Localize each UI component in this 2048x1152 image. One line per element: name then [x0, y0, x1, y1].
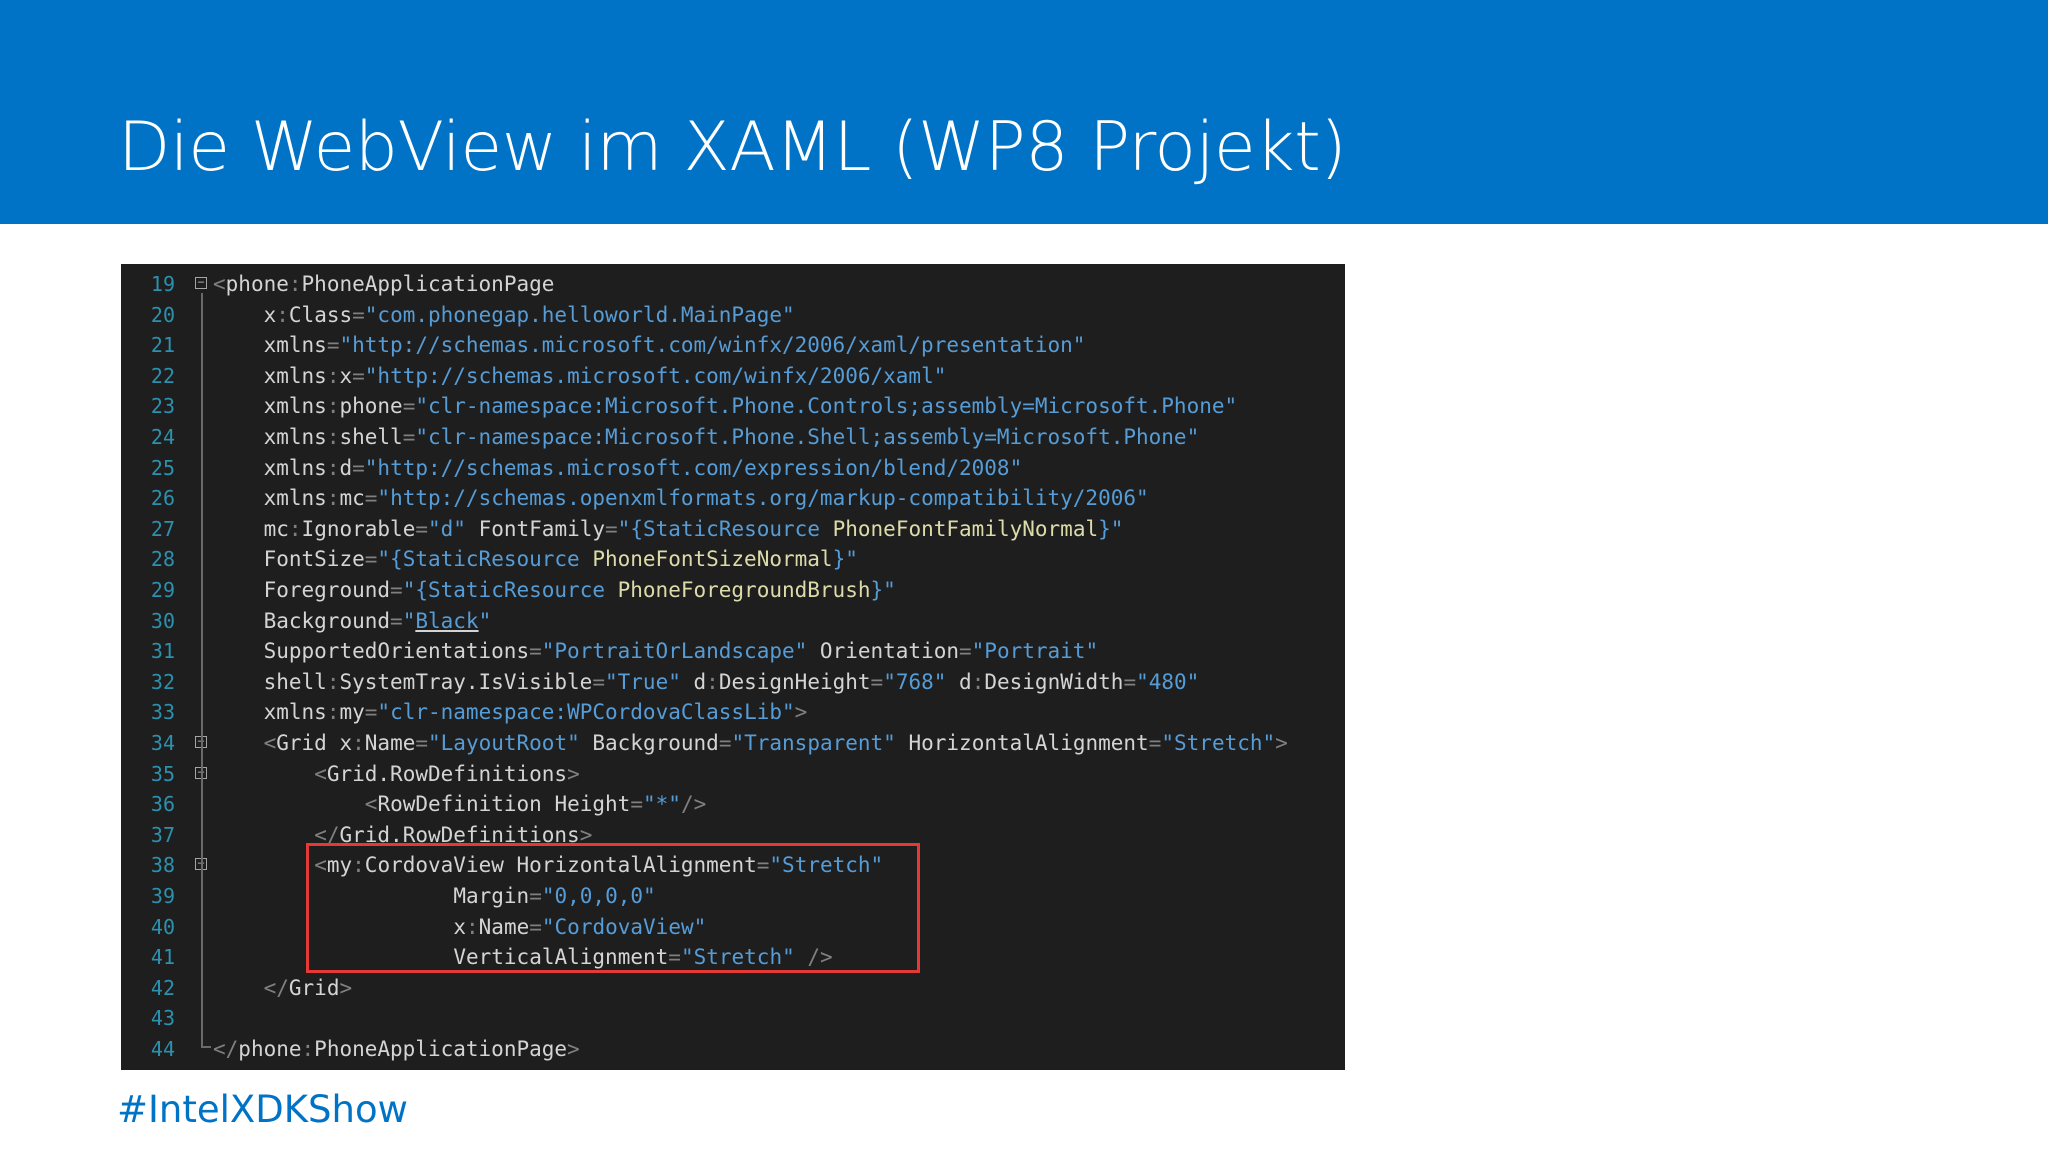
code-line: 21 xmlns="http://schemas.microsoft.com/wi… — [121, 330, 1345, 361]
line-number: 19 — [150, 272, 175, 296]
code-text: shell:SystemTray.IsVisible="True" d:Desi… — [263, 669, 1200, 694]
code-text: x:Class="com.phonegap.helloworld.MainPag… — [263, 302, 795, 327]
code-text: Margin="0,0,0,0" — [453, 884, 656, 908]
code-text: <my:CordovaView HorizontalAlignment="Str… — [314, 853, 884, 878]
line-number: 25 — [150, 455, 175, 480]
code-line: 33 xmlns:my="clr-namespace:WPCordovaClass… — [121, 697, 1345, 728]
code-text: <RowDefinition Height="*"/> — [364, 792, 707, 817]
code-line: 39 Margin="0,0,0,0" — [121, 881, 1345, 912]
code-line: 30 Background="Black" — [121, 606, 1345, 637]
line-number: 33 — [150, 700, 175, 725]
code-text: </phone:PhoneApplicationPage> — [213, 1037, 580, 1061]
line-number: 44 — [150, 1037, 175, 1061]
line-number: 31 — [150, 639, 175, 664]
line-number: 29 — [150, 578, 175, 602]
code-text: mc:Ignorable="d" FontFamily="{StaticReso… — [263, 516, 1124, 541]
code-line: 22 xmlns:x="http://schemas.microsoft.com/… — [121, 361, 1345, 392]
code-line: 24 xmlns:shell="clr-namespace:Microsoft.P… — [121, 422, 1345, 453]
outline-guide — [201, 293, 203, 1047]
code-line: 44 </phone:PhoneApplicationPage> — [121, 1034, 1345, 1065]
line-number: 34 — [150, 731, 175, 755]
outline-guide-end — [201, 1046, 211, 1049]
code-line: 29 Foreground="{StaticResource PhoneForeg… — [121, 575, 1345, 606]
code-text: VerticalAlignment="Stretch" /> — [453, 945, 833, 970]
code-text: FontSize="{StaticResource PhoneFontSizeN… — [263, 547, 858, 572]
code-line: 36 <RowDefinition Height="*"/> — [121, 789, 1345, 820]
code-line: 28 FontSize="{StaticResource PhoneFontSiz… — [121, 544, 1345, 575]
line-number: 37 — [150, 822, 175, 847]
code-line: 26 xmlns:mc="http://schemas.openxmlformat… — [121, 483, 1345, 514]
code-text: <phone:PhoneApplicationPage — [213, 272, 555, 296]
highlight-box — [306, 843, 920, 973]
line-number: 39 — [150, 884, 175, 908]
code-text: SupportedOrientations="PortraitOrLandsca… — [263, 639, 1099, 664]
line-number: 43 — [150, 1006, 175, 1031]
code-text: xmlns:x="http://schemas.microsoft.com/wi… — [263, 363, 947, 388]
line-number: 27 — [150, 516, 175, 541]
line-number: 26 — [150, 486, 175, 511]
code-line: 37 </Grid.RowDefinitions> — [121, 820, 1345, 851]
code-line: 19 −<phone:PhoneApplicationPage — [121, 269, 1345, 300]
line-number: 23 — [150, 394, 175, 419]
code-text: <Grid.RowDefinitions> — [314, 761, 580, 786]
line-number: 38 — [150, 853, 175, 878]
slide-header: Die WebView im XAML (WP8 Projekt) — [0, 0, 2048, 224]
line-number: 20 — [150, 302, 175, 327]
line-number: 32 — [150, 669, 175, 694]
code-text: </Grid.RowDefinitions> — [314, 822, 593, 847]
code-line: 42 </Grid> — [121, 973, 1345, 1004]
line-number: 40 — [150, 914, 175, 939]
code-text: x:Name="CordovaView" — [453, 914, 707, 939]
code-line: 38−<my:CordovaView HorizontalAlignment="… — [121, 850, 1345, 881]
code-line: 34−<Grid x:Name="LayoutRoot" Background=… — [121, 728, 1345, 759]
code-text: xmlns:d="http://schemas.microsoft.com/ex… — [263, 455, 1023, 480]
code-line: 20 x:Class="com.phonegap.helloworld.MainP… — [121, 300, 1345, 331]
code-text: Foreground="{StaticResource PhoneForegro… — [263, 578, 896, 602]
code-text: xmlns:phone="clr-namespace:Microsoft.Pho… — [263, 394, 1238, 419]
slide-title: Die WebView im XAML (WP8 Projekt) — [118, 108, 1347, 187]
code-line: 35−<Grid.RowDefinitions> — [121, 759, 1345, 790]
code-text: Background="Black" — [263, 608, 492, 633]
line-number: 21 — [150, 333, 175, 358]
line-number: 24 — [150, 425, 175, 449]
fold-toggle-icon[interactable]: − — [195, 276, 207, 289]
line-number: 22 — [150, 363, 175, 388]
line-number: 28 — [150, 547, 175, 572]
hashtag: #IntelXDKShow — [117, 1088, 408, 1131]
code-line: 41 VerticalAlignment="Stretch" /> — [121, 942, 1345, 973]
code-text: xmlns:shell="clr-namespace:Microsoft.Pho… — [263, 425, 1200, 449]
code-line: 25 xmlns:d="http://schemas.microsoft.com/… — [121, 453, 1345, 484]
code-text: xmlns="http://schemas.microsoft.com/winf… — [263, 333, 1086, 358]
code-text: <Grid x:Name="LayoutRoot" Background="Tr… — [263, 731, 1288, 755]
code-text: </Grid> — [263, 975, 353, 1000]
code-text: xmlns:mc="http://schemas.openxmlformats.… — [263, 486, 1149, 511]
line-number: 35 — [150, 761, 175, 786]
code-line: 32 shell:SystemTray.IsVisible="True" d:De… — [121, 667, 1345, 698]
code-editor-screenshot: 19 −<phone:PhoneApplicationPage 20 x:Class=… — [121, 264, 1345, 1070]
line-number: 42 — [150, 975, 175, 1000]
code-line: 27 mc:Ignorable="d" FontFamily="{StaticRe… — [121, 514, 1345, 545]
line-number: 30 — [150, 608, 175, 633]
line-number: 36 — [150, 792, 175, 817]
code-text: xmlns:my="clr-namespace:WPCordovaClassLi… — [263, 700, 808, 725]
code-line: 43 — [121, 1003, 1345, 1034]
code-line: 40 x:Name="CordovaView" — [121, 912, 1345, 943]
code-line: 31 SupportedOrientations="PortraitOrLands… — [121, 636, 1345, 667]
line-number: 41 — [150, 945, 175, 970]
code-line: 23 xmlns:phone="clr-namespace:Microsoft.P… — [121, 391, 1345, 422]
